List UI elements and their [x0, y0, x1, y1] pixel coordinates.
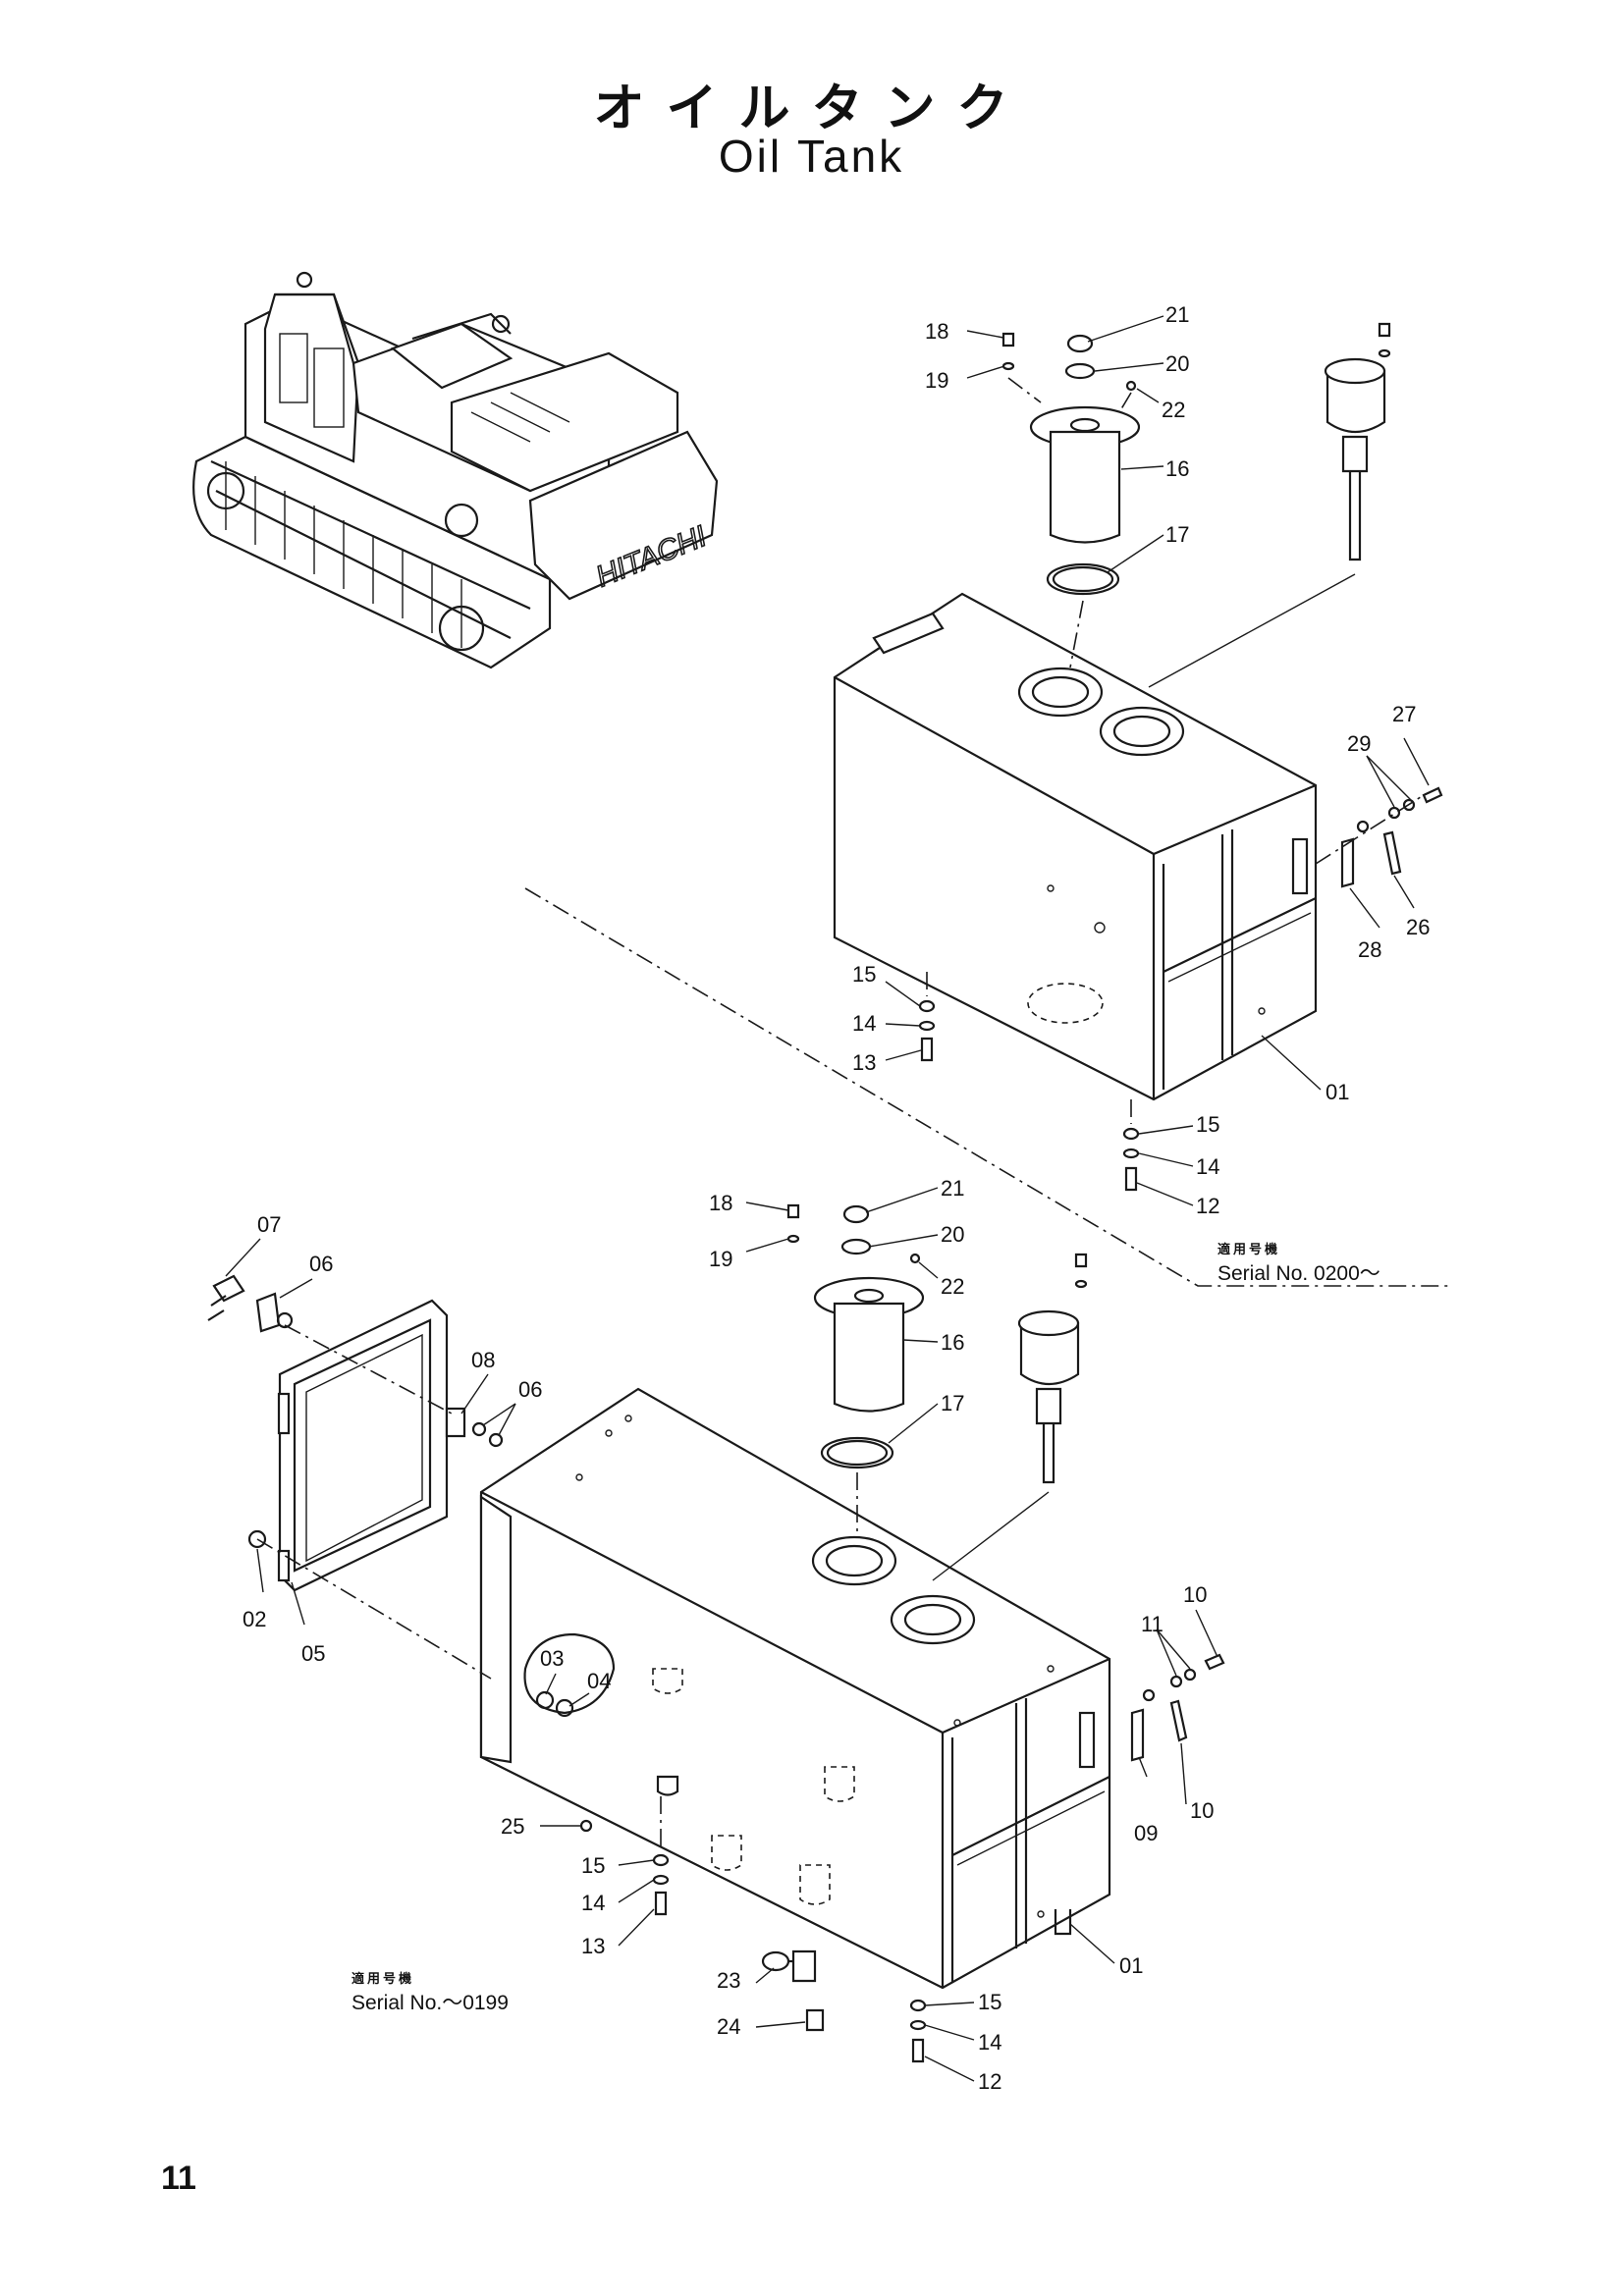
side-bracket-upper: [1315, 786, 1443, 888]
callout-04-lower: 04: [587, 1669, 611, 1693]
level-gauge-lower: [932, 1253, 1088, 1581]
callout-15-upper-right: 15: [1196, 1112, 1219, 1137]
callout-10-lower-top: 10: [1183, 1582, 1207, 1607]
divider-line: [524, 887, 1451, 1287]
callout-15-lower-right: 15: [978, 1990, 1001, 2014]
callout-23-lower: 23: [717, 1968, 740, 1993]
callout-07-lower: 07: [257, 1212, 281, 1237]
callout-01-upper: 01: [1325, 1080, 1349, 1104]
callout-14-upper-left: 14: [852, 1011, 876, 1036]
callout-14-lower-right: 14: [978, 2030, 1001, 2055]
callout-leaders: [225, 315, 1430, 2082]
callout-14-upper-right: 14: [1196, 1154, 1219, 1179]
callout-24-lower: 24: [717, 2014, 740, 2039]
callout-numbers-lower: 18 21 19 20 22 16 17 07 06 08 06 02 05 0…: [243, 1176, 1214, 2094]
side-bracket-lower: [1130, 1653, 1225, 1762]
callout-14-lower-left: 14: [581, 1891, 605, 1915]
serial-label-upper-japanese: 適用号機: [1217, 1243, 1281, 1257]
callout-01-lower: 01: [1119, 1953, 1143, 1978]
page-title-english: Oil Tank: [718, 131, 905, 182]
bottom-fasteners-upper: [918, 972, 1140, 1192]
callout-06-lower-right: 06: [518, 1377, 542, 1402]
callout-22-lower: 22: [941, 1274, 964, 1299]
callout-19-upper: 19: [925, 368, 948, 393]
callout-02-lower: 02: [243, 1607, 266, 1631]
callout-16-lower: 16: [941, 1330, 964, 1355]
oil-tank-lower: [479, 1387, 1111, 1990]
strainer-assembly-lower: [786, 1203, 925, 1536]
serial-range-upper: 適用号機 Serial No. 0200～: [1217, 1239, 1380, 1286]
callout-12-upper: 12: [1196, 1194, 1219, 1218]
callout-27-upper: 27: [1392, 702, 1416, 726]
callout-17-lower: 17: [941, 1391, 964, 1415]
callout-13-lower: 13: [581, 1934, 605, 1958]
callout-15-lower-left: 15: [581, 1853, 605, 1878]
callout-09-lower: 09: [1134, 1821, 1158, 1845]
callout-22-upper: 22: [1162, 398, 1185, 422]
strainer-assembly-upper: [1001, 332, 1141, 668]
callout-13-upper: 13: [852, 1050, 876, 1075]
callout-20-lower: 20: [941, 1222, 964, 1247]
callout-15-upper-left: 15: [852, 962, 876, 987]
callout-21-lower: 21: [941, 1176, 964, 1201]
callout-18-lower: 18: [709, 1191, 732, 1215]
callout-08-lower: 08: [471, 1348, 495, 1372]
callout-20-upper: 20: [1165, 351, 1189, 376]
callout-29-upper: 29: [1347, 731, 1371, 756]
callout-numbers-upper: 18 21 19 20 22 16 17 27 29 28 26 15 14 1…: [852, 302, 1430, 1218]
access-door-lower: [207, 1274, 504, 1680]
callout-19-lower: 19: [709, 1247, 732, 1271]
serial-label-lower-japanese: 適用号機: [352, 1972, 415, 1987]
callout-17-upper: 17: [1165, 522, 1189, 547]
serial-range-lower: 適用号機 Serial No.～0199: [352, 1968, 509, 2015]
callout-21-upper: 21: [1165, 302, 1189, 327]
level-gauge-upper: [1148, 322, 1391, 688]
callout-16-upper: 16: [1165, 456, 1189, 481]
callout-28-upper: 28: [1358, 937, 1381, 962]
callout-18-upper: 18: [925, 319, 948, 344]
callout-05-lower: 05: [301, 1641, 325, 1666]
callout-03-lower: 03: [540, 1646, 564, 1671]
serial-label-upper: Serial No. 0200～: [1217, 1262, 1380, 1285]
callout-11-lower: 11: [1141, 1612, 1163, 1636]
page-number: 11: [161, 2160, 196, 2197]
callout-12-lower: 12: [978, 2069, 1001, 2094]
oil-tank-upper: [833, 592, 1318, 1101]
bottom-fasteners-lower: [579, 1796, 927, 2063]
excavator-illustration: HITACHI: [192, 271, 719, 669]
callout-10-lower-bottom: 10: [1190, 1798, 1214, 1823]
page-title-japanese: オイルタンク: [593, 80, 1030, 138]
callout-06-lower-left: 06: [309, 1252, 333, 1276]
callout-25-lower: 25: [501, 1814, 524, 1839]
callout-26-upper: 26: [1406, 915, 1430, 939]
serial-label-lower: Serial No.～0199: [352, 1992, 509, 2014]
